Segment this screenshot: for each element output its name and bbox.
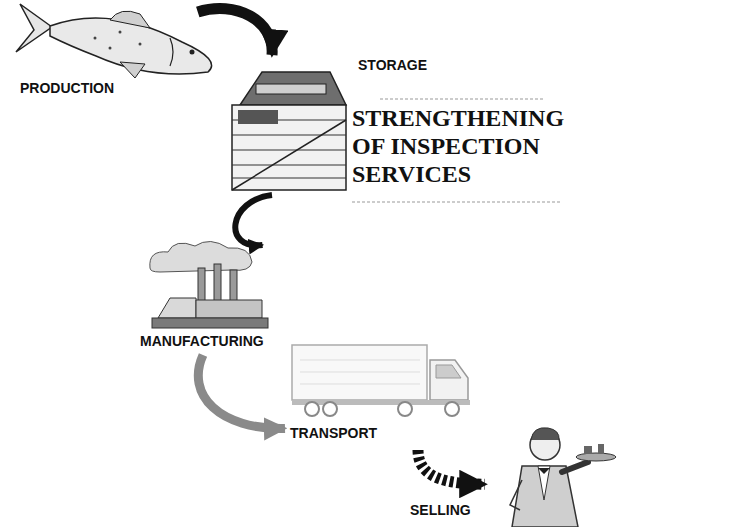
storage-illustration	[232, 72, 346, 190]
fish-tail	[16, 4, 52, 52]
truck-wheel	[398, 402, 412, 416]
stage-node: SELLING	[485, 420, 610, 527]
waiter-shirt	[538, 466, 550, 500]
waiter-arm	[510, 480, 522, 510]
chimney	[214, 264, 221, 303]
fish-illustration	[16, 4, 212, 78]
tray-glass	[598, 444, 604, 454]
rule-line	[352, 202, 560, 203]
cab-window	[436, 365, 461, 378]
truck-chassis	[292, 400, 470, 405]
trailer-lines	[300, 360, 420, 384]
fish-spot	[94, 37, 97, 40]
stage-node: MANUFACTURING	[135, 245, 305, 355]
factory-base	[152, 318, 268, 328]
chimney	[198, 268, 205, 303]
stage-node: STORAGE	[228, 55, 448, 195]
flow-arrow	[235, 195, 272, 245]
factory-hall	[158, 298, 196, 318]
stage-label: SELLING	[410, 502, 490, 519]
truck-cab	[430, 360, 468, 400]
flow-arrow	[198, 9, 272, 55]
serving-tray	[576, 453, 616, 461]
stage-label: PRODUCTION	[20, 80, 220, 97]
stage-node: TRANSPORT	[285, 330, 475, 450]
factory-illustration	[150, 241, 268, 328]
truck-wheel	[305, 402, 319, 416]
fish-gill	[170, 38, 173, 66]
barn-boards	[232, 120, 346, 178]
fish-eye	[190, 50, 195, 55]
flow-arrow	[198, 355, 285, 428]
waiter-jacket	[512, 466, 578, 527]
truck-wheel	[445, 402, 459, 416]
flow-arrow	[418, 450, 485, 484]
truck-wheel	[323, 402, 337, 416]
fish-spot	[109, 47, 112, 50]
truck-illustration	[292, 345, 470, 416]
barn-roof	[240, 72, 346, 105]
fish-spot	[119, 31, 122, 34]
smoke-cloud	[150, 241, 252, 272]
waiter-arm	[562, 462, 588, 472]
fish-spot	[139, 43, 142, 46]
waiter-illustration	[510, 428, 616, 527]
waiter-hair	[531, 428, 559, 440]
barn-wall	[232, 105, 346, 190]
stage-label: TRANSPORT	[290, 425, 470, 442]
stage-label: STORAGE	[358, 57, 448, 74]
truck-trailer	[292, 345, 427, 400]
barn-opening	[238, 110, 278, 124]
bow-tie	[538, 468, 550, 474]
factory-hall	[196, 300, 262, 318]
tray-glass	[584, 446, 592, 454]
barn-window	[256, 84, 326, 94]
stage-node: PRODUCTION	[15, 0, 230, 100]
chimney	[230, 270, 237, 303]
diagram-title: STRENGTHENING OF INSPECTION SERVICES	[352, 104, 562, 188]
stage-label: MANUFACTURING	[140, 333, 300, 350]
barn-brace	[232, 120, 346, 190]
rule-line	[380, 99, 545, 100]
fish-fin	[110, 11, 150, 28]
fish-fin	[120, 62, 145, 78]
